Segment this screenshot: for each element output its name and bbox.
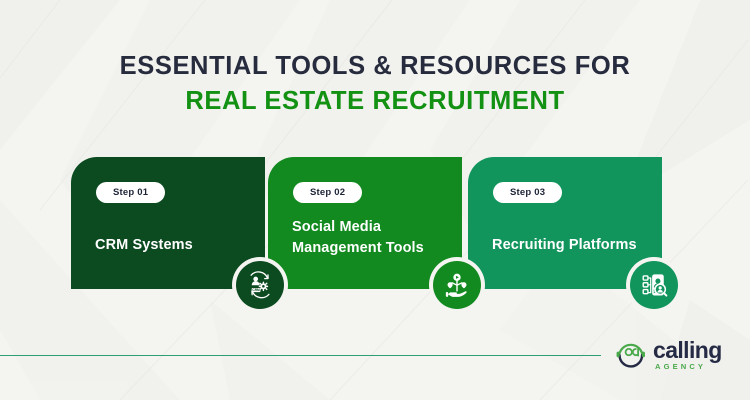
brand-logo[interactable]: calling AGENCY [614,339,722,371]
step-title-2: Social Media Management Tools [292,217,424,259]
footer-divider [0,355,601,357]
step-badge-2: Step 02 [293,182,363,203]
page-title-line1: ESSENTIAL TOOLS & RESOURCES FOR [119,52,631,80]
step-title-1: CRM Systems [95,237,193,253]
page-title: ESSENTIAL TOOLS & RESOURCES FOR REAL EST… [0,52,750,116]
crm-gear-user-icon: CRM [236,261,284,309]
step-badge-1: Step 01 [96,182,166,203]
step-title-2-line1: Social Media [292,219,382,235]
page-title-line2: REAL ESTATE RECRUITMENT [185,86,565,115]
brand-logo-word: calling [653,337,722,363]
recruiting-profile-search-icon [630,261,678,309]
calling-agency-headset-monogram [616,343,645,368]
social-media-hand-icon [433,261,481,309]
brand-logo-subtitle: AGENCY [655,362,707,371]
svg-text:CRM: CRM [252,288,260,292]
step-title-2-line2: Management Tools [292,240,424,257]
step-title-3: Recruiting Platforms [492,237,637,253]
step-badge-3: Step 03 [493,182,563,203]
